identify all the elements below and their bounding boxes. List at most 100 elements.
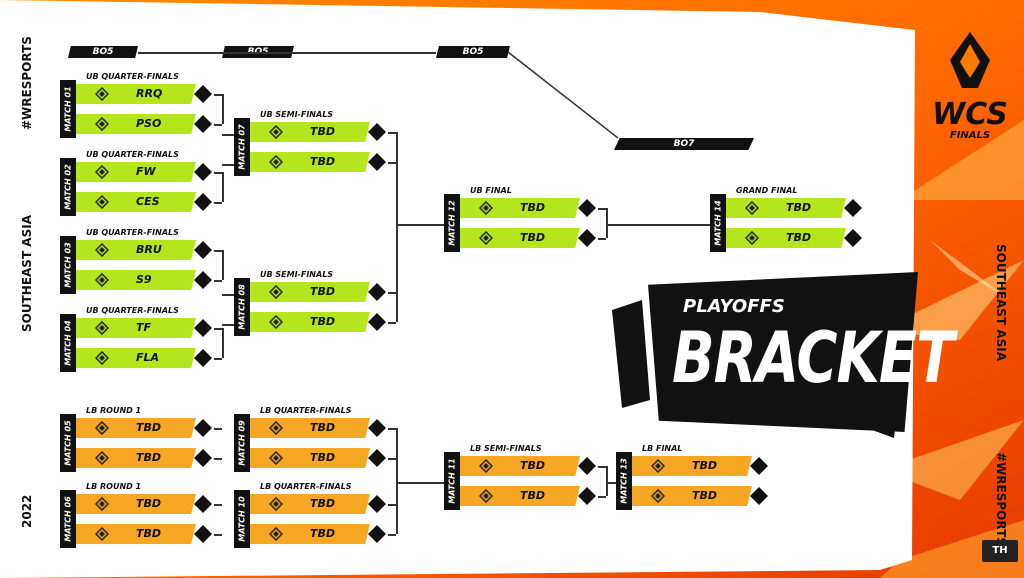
team-row[interactable]: TBD <box>632 486 752 506</box>
team-logo-icon <box>94 320 110 336</box>
round-label: UB QUARTER-FINALS <box>86 72 179 81</box>
team-name: TBD <box>520 459 546 472</box>
team-logo-icon <box>478 458 494 474</box>
connector-line <box>396 428 398 534</box>
team-row[interactable]: TBD <box>250 448 370 468</box>
team-name: FLA <box>136 351 160 364</box>
team-name: TBD <box>786 231 812 244</box>
team-row[interactable]: TBD <box>250 122 370 142</box>
team-row[interactable]: RRQ <box>76 84 196 104</box>
team-logo-icon <box>94 86 110 102</box>
bo5-label-1: BO5 <box>68 46 138 58</box>
team-row[interactable]: CES <box>76 192 196 212</box>
team-row[interactable]: PSO <box>76 114 196 134</box>
round-label: UB QUARTER-FINALS <box>86 306 179 315</box>
team-row[interactable]: TBD <box>250 282 370 302</box>
connector-line <box>598 496 606 498</box>
connector-line <box>396 482 444 484</box>
connector-line <box>222 94 224 124</box>
team-row[interactable]: TBD <box>250 312 370 332</box>
team-logo-icon <box>478 230 494 246</box>
score-diamond-icon <box>368 153 386 171</box>
bo7-label: BO7 <box>614 138 754 150</box>
team-logo-icon <box>268 496 284 512</box>
match-tab: MATCH 10 <box>234 490 250 548</box>
connector-line <box>606 482 616 484</box>
round-label: LB FINAL <box>642 444 683 453</box>
team-logo-icon <box>268 314 284 330</box>
score-diamond-icon <box>844 229 862 247</box>
match-tab: MATCH 08 <box>234 278 250 336</box>
team-row[interactable]: TBD <box>76 494 196 514</box>
team-row[interactable]: TBD <box>460 456 580 476</box>
team-logo-icon <box>268 526 284 542</box>
team-name: TBD <box>520 201 546 214</box>
team-row[interactable]: TBD <box>76 524 196 544</box>
team-logo-icon <box>94 350 110 366</box>
connector-line <box>598 208 606 210</box>
title-right-shard-icon <box>872 380 900 438</box>
team-row[interactable]: TBD <box>726 198 846 218</box>
team-logo-icon <box>94 526 110 542</box>
team-logo-icon <box>94 194 110 210</box>
team-logo-icon <box>94 116 110 132</box>
connector-line <box>214 328 222 330</box>
connector-line <box>222 134 234 136</box>
connector-line <box>388 428 396 430</box>
score-diamond-icon <box>368 313 386 331</box>
round-label: LB ROUND 1 <box>86 482 142 491</box>
team-row[interactable]: TBD <box>250 524 370 544</box>
team-row[interactable]: TBD <box>460 486 580 506</box>
match-tab: MATCH 09 <box>234 414 250 472</box>
team-row[interactable]: FW <box>76 162 196 182</box>
team-logo-icon <box>744 230 760 246</box>
team-logo-icon <box>478 488 494 504</box>
connector-line <box>222 294 234 296</box>
team-row[interactable]: TBD <box>460 198 580 218</box>
team-row[interactable]: S9 <box>76 270 196 290</box>
team-name: TBD <box>310 315 336 328</box>
connector-line <box>396 132 398 322</box>
title-side-shard-icon <box>612 300 650 408</box>
team-row[interactable]: TBD <box>726 228 846 248</box>
connector-line <box>214 94 222 96</box>
connector-line <box>606 466 608 496</box>
title-big: BRACKET <box>672 318 954 400</box>
score-diamond-icon <box>368 123 386 141</box>
match-tab: MATCH 11 <box>444 452 460 510</box>
team-name: TBD <box>692 459 718 472</box>
team-row[interactable]: TF <box>76 318 196 338</box>
score-diamond-icon <box>194 349 212 367</box>
match-tab: MATCH 05 <box>60 414 76 472</box>
team-name: TBD <box>136 451 162 464</box>
score-diamond-icon <box>368 283 386 301</box>
team-row[interactable]: BRU <box>76 240 196 260</box>
match-number: MATCH 02 <box>63 164 73 210</box>
connector-line <box>598 466 606 468</box>
connector-line <box>598 238 606 240</box>
round-label: LB ROUND 1 <box>86 406 142 415</box>
team-row[interactable]: TBD <box>76 418 196 438</box>
region-right: SOUTHEAST ASIA <box>994 244 1008 361</box>
match-number: MATCH 04 <box>63 320 73 366</box>
connector-line <box>222 328 224 358</box>
team-row[interactable]: TBD <box>250 418 370 438</box>
match-number: MATCH 05 <box>63 420 73 466</box>
round-label: LB QUARTER-FINALS <box>260 406 352 415</box>
connector-line <box>222 164 234 166</box>
match-tab: MATCH 14 <box>710 194 726 252</box>
team-row[interactable]: TBD <box>250 494 370 514</box>
connector-line <box>214 250 222 252</box>
score-diamond-icon <box>578 229 596 247</box>
connector-line <box>606 208 608 238</box>
team-name: TBD <box>136 421 162 434</box>
team-row[interactable]: TBD <box>632 456 752 476</box>
match-number: MATCH 09 <box>237 420 247 466</box>
team-row[interactable]: TBD <box>76 448 196 468</box>
team-row[interactable]: TBD <box>250 152 370 172</box>
team-row[interactable]: TBD <box>460 228 580 248</box>
team-row[interactable]: FLA <box>76 348 196 368</box>
team-logo-icon <box>650 488 666 504</box>
score-diamond-icon <box>194 241 212 259</box>
team-name: TBD <box>786 201 812 214</box>
